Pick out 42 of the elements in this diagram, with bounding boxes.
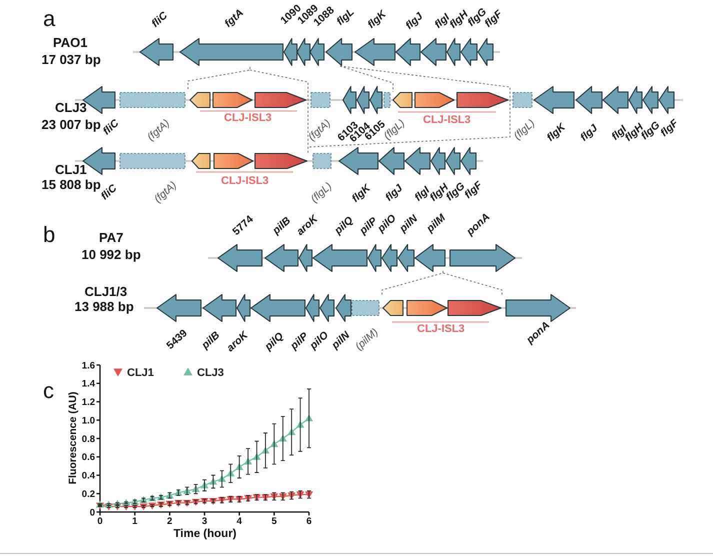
panel-letter: c xyxy=(43,380,54,402)
genome-size-label: 15 808 bp xyxy=(42,178,101,191)
tick-label: 0.6 xyxy=(82,452,95,464)
tick-label: 0 xyxy=(90,507,95,518)
tick-label: 1.6 xyxy=(82,360,95,372)
strain-label: CLJ1/3 xyxy=(84,285,128,298)
tick-label: 2 xyxy=(167,516,172,527)
island-label: CLJ-ISL3 xyxy=(224,113,272,124)
tick-label: 3 xyxy=(202,516,208,527)
tick-label: 4 xyxy=(236,516,242,527)
tick-label: 6 xyxy=(306,516,312,527)
genome-size-label: 10 992 bp xyxy=(82,248,141,261)
axis-title: Time (hour) xyxy=(173,528,237,540)
tick-label: 0.8 xyxy=(82,434,95,445)
legend-label: CLJ3 xyxy=(197,367,224,379)
legend-label: CLJ1 xyxy=(127,367,154,379)
gene-label: flgL xyxy=(334,6,356,28)
tick-label: 0.2 xyxy=(82,488,95,500)
panel-letter: a xyxy=(43,8,56,30)
strain-label: CLJ1 xyxy=(55,163,87,176)
tick-label: 0 xyxy=(97,516,103,527)
tick-label: 0.4 xyxy=(82,470,95,482)
genome-size-label: 23 007 bp xyxy=(42,118,101,131)
strain-label: PAO1 xyxy=(53,36,88,49)
genome-size-label: 13 988 bp xyxy=(74,300,134,313)
tick-label: 1 xyxy=(132,516,138,527)
island-label: CLJ-ISL3 xyxy=(417,324,465,335)
genome-size-label: 17 037 bp xyxy=(42,53,101,66)
gene-label: flgI xyxy=(413,185,432,204)
tick-label: 1.4 xyxy=(82,378,95,390)
strain-label: CLJ3 xyxy=(55,101,87,114)
island-label: CLJ-ISL3 xyxy=(221,176,269,187)
panel-letter: b xyxy=(43,224,56,246)
island-label: CLJ-ISL3 xyxy=(423,115,471,126)
gene-label: fliC xyxy=(99,183,119,202)
gene-label: fliC xyxy=(101,118,121,138)
tick-label: 5 xyxy=(272,516,277,527)
gene-label: fliC xyxy=(150,10,170,30)
tick-label: 1.2 xyxy=(82,397,95,408)
tick-label: 1.0 xyxy=(82,415,95,426)
strain-label: PA7 xyxy=(99,231,124,244)
axis-title: Fluorescence (AU) xyxy=(67,392,79,484)
